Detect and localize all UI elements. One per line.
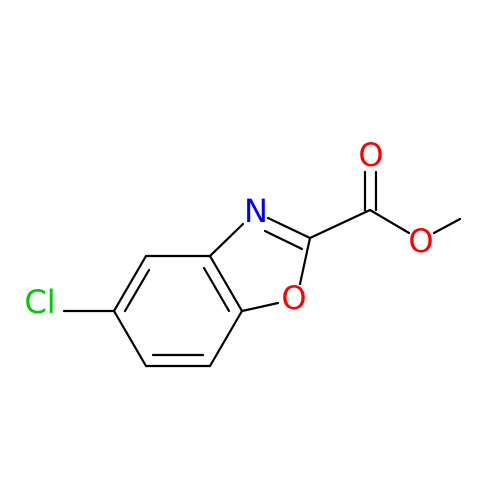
bond-c2-o1 xyxy=(298,236,312,286)
bond-c3a-n xyxy=(208,222,245,258)
bond-carbonyl-ester-o xyxy=(368,208,411,235)
bond-c7a-c3a-inner xyxy=(202,266,231,313)
bond-c2-carbonyl xyxy=(308,208,372,240)
bond-c7-c7a xyxy=(208,309,244,368)
bond-lines xyxy=(62,170,462,368)
chlorine-atom-label: Cl xyxy=(24,283,55,321)
bond-n-c2-outer xyxy=(266,216,312,240)
bond-c4-c5-inner xyxy=(123,268,151,313)
nitrogen-atom-label: N xyxy=(244,192,268,230)
ester-oxygen-atom-label: O xyxy=(408,222,433,260)
ring-oxygen-atom-label: O xyxy=(281,279,306,317)
bond-ester-o-methyl xyxy=(432,217,462,235)
carbonyl-oxygen-atom-label: O xyxy=(358,136,383,174)
bond-c4-c5 xyxy=(112,254,148,313)
bond-o1-c7a xyxy=(240,301,280,313)
atom-labels: Cl N O O O xyxy=(24,136,433,321)
bond-c7a-c3a xyxy=(208,254,244,313)
bond-n-c2-inner xyxy=(263,229,304,251)
bond-c5-c6 xyxy=(112,309,148,368)
